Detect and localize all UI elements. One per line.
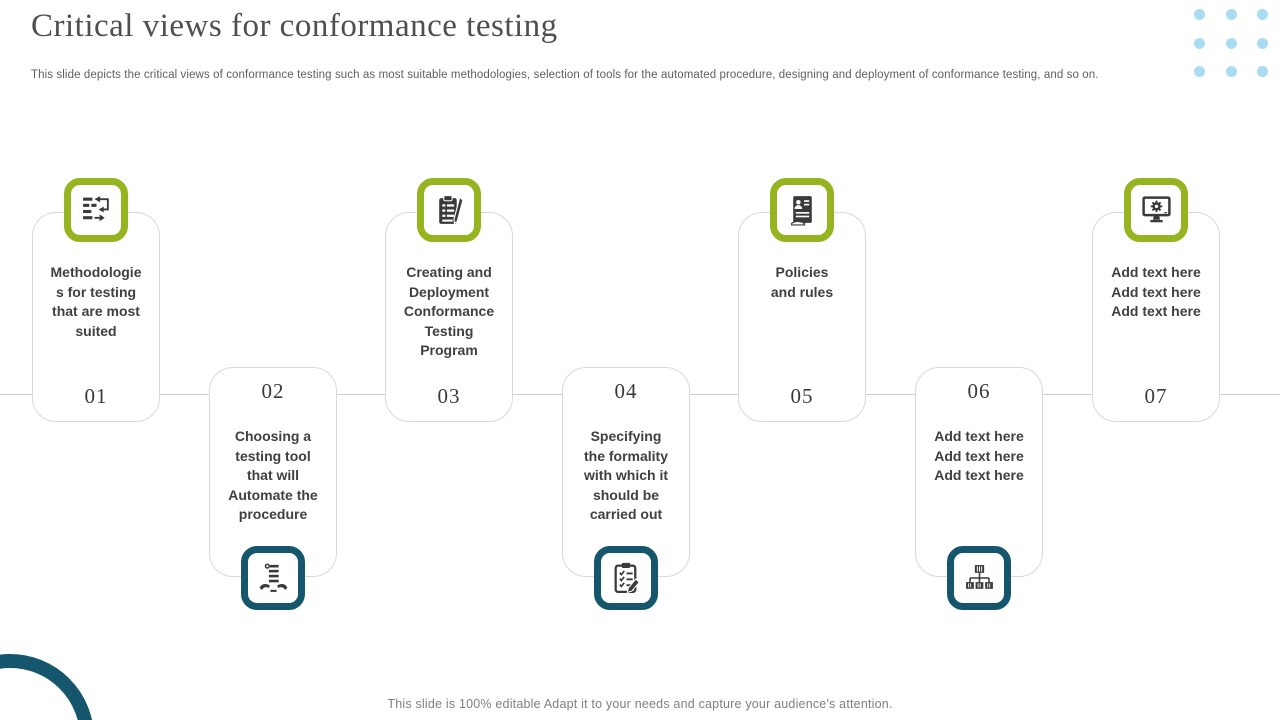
org-chart-icon [965, 564, 993, 589]
page-title: Critical views for conformance testing [31, 8, 558, 44]
card-number: 06 [967, 379, 991, 403]
dot [1257, 66, 1268, 77]
hands-checklist-icon [259, 563, 287, 592]
workflow-list-icon [82, 195, 109, 221]
dot [1194, 37, 1205, 49]
timeline-card-02: 02 Choosing a testing tool that will Aut… [209, 367, 337, 577]
icon-badge-02 [241, 546, 305, 610]
icon-badge-05 [770, 178, 834, 242]
card-title: Specifying the formality with which it s… [583, 428, 668, 522]
policy-document-icon [790, 195, 812, 226]
card-number: 03 [437, 384, 461, 408]
timeline-card-07: Add text here Add text here Add text her… [1092, 212, 1220, 422]
card-number: 02 [261, 379, 285, 403]
icon-badge-03 [417, 178, 481, 242]
checklist-pencil-icon [614, 562, 640, 593]
card-number: 05 [790, 384, 814, 408]
monitor-gear-icon [1141, 195, 1171, 222]
dot [1194, 66, 1205, 77]
icon-badge-04 [594, 546, 658, 610]
card-title: Methodologie s for testing that are most… [50, 264, 142, 339]
dot [1225, 9, 1237, 20]
timeline-card-03: Creating and Deployment Conformance Test… [385, 212, 513, 422]
icon-badge-06 [947, 546, 1011, 610]
card-title: Add text here Add text here Add text her… [934, 428, 1024, 483]
timeline-card-06: 06 Add text here Add text here Add text … [915, 367, 1043, 577]
slide-subtitle: This slide depicts the critical views of… [31, 69, 1099, 81]
dot [1225, 37, 1237, 49]
card-title: Policies and rules [770, 264, 834, 300]
footer-note: This slide is 100% editable Adapt it to … [387, 697, 893, 711]
timeline-card-01: Methodologie s for testing that are most… [32, 212, 160, 422]
card-number: 01 [84, 384, 108, 408]
dot [1194, 9, 1205, 20]
clipboard-pen-icon [438, 194, 464, 224]
icon-badge-07 [1124, 178, 1188, 242]
card-title: Add text here Add text here Add text her… [1111, 264, 1201, 319]
dot [1225, 66, 1237, 77]
dot [1257, 9, 1268, 20]
dots-decoration [1194, 9, 1268, 77]
card-title: Creating and Deployment Conformance Test… [403, 264, 495, 358]
card-number: 07 [1144, 384, 1168, 408]
ring-decoration [0, 654, 94, 720]
dot [1257, 37, 1268, 49]
timeline-card-04: 04 Specifying the formality with which i… [562, 367, 690, 577]
icon-badge-01 [64, 178, 128, 242]
card-number: 04 [614, 379, 638, 403]
card-title: Choosing a testing tool that will Automa… [228, 428, 318, 522]
timeline-card-05: Policies and rules 05 [738, 212, 866, 422]
